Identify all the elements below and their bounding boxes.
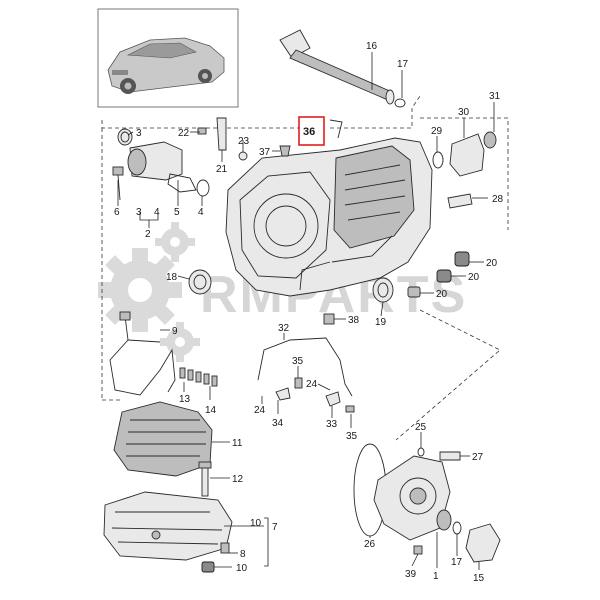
callout-30: 30: [458, 107, 470, 118]
callout-4-left: 4: [154, 207, 160, 218]
callout-17-top: 17: [397, 59, 409, 70]
callout-2: 2: [145, 229, 151, 240]
callout-16: 16: [366, 41, 378, 52]
top-small-parts: [197, 117, 343, 161]
connector-set: [179, 367, 218, 387]
callout-28: 28: [492, 194, 504, 205]
callout-5: 5: [174, 207, 180, 218]
callout-19: 19: [375, 317, 387, 328]
car-thumbnail: [97, 8, 239, 108]
wiring-harness: [109, 311, 218, 396]
callout-3-top: 3: [136, 128, 142, 139]
highlight-label: 36: [303, 126, 315, 138]
mounts-and-seals: [188, 251, 470, 325]
callout-18: 18: [166, 272, 178, 283]
callout-33: 33: [326, 419, 338, 430]
gear-icon: [98, 248, 182, 332]
callout-labels: 16 17 30 31 29 3 22 23 37 21 28 6 3 4 5 …: [114, 41, 504, 584]
callout-14: 14: [205, 405, 217, 416]
gear-icon: [155, 222, 195, 262]
callout-25: 25: [415, 422, 427, 433]
callout-31: 31: [489, 91, 501, 102]
left-parts-group: [112, 128, 210, 201]
callout-23: 23: [238, 136, 250, 147]
callout-3-bottom: 3: [136, 207, 142, 218]
callout-10: 10: [236, 563, 248, 574]
callout-38: 38: [348, 315, 360, 326]
highlight-part-36: 36: [298, 116, 325, 146]
callout-6: 6: [114, 207, 120, 218]
car-illustration: [107, 37, 225, 94]
callout-22: 22: [178, 128, 190, 139]
callout-34: 34: [272, 418, 284, 429]
final-drive-assembly: [353, 443, 501, 563]
callout-12: 12: [232, 474, 244, 485]
callout-7: 7: [272, 522, 278, 533]
callout-29: 29: [431, 126, 443, 137]
callout-24-left: 24: [254, 405, 266, 416]
callout-20-a: 20: [486, 258, 498, 269]
callout-27: 27: [472, 452, 484, 463]
callout-35-bottom: 35: [346, 431, 358, 442]
leader-lines: [117, 52, 495, 570]
part-12-bolt: [198, 461, 212, 497]
oil-lines: [257, 337, 355, 413]
callout-20-c: 20: [436, 289, 448, 300]
part-7-oil-pan: [103, 491, 233, 561]
callout-39: 39: [405, 569, 417, 580]
callout-17-bottom: 17: [451, 557, 463, 568]
callout-35-top: 35: [292, 356, 304, 367]
right-parts-group: [432, 131, 497, 209]
callout-37: 37: [259, 147, 271, 158]
callout-1: 1: [433, 571, 439, 582]
transmission-housing: [225, 137, 433, 297]
callout-4-right: 4: [198, 207, 204, 218]
callout-21: 21: [216, 164, 228, 175]
callout-32: 32: [278, 323, 290, 334]
callout-11: 11: [232, 438, 243, 449]
part-16-driveshaft: [279, 29, 406, 108]
gear-icon: [160, 322, 200, 362]
callout-20-b: 20: [468, 272, 480, 283]
callout-10-bracket: 10: [250, 518, 262, 529]
callout-13: 13: [179, 394, 191, 405]
callout-26: 26: [364, 539, 376, 550]
callout-15: 15: [473, 573, 485, 584]
callout-8: 8: [240, 549, 246, 560]
dashed-boundaries: [101, 95, 509, 441]
part-11-valve-body: [113, 401, 213, 477]
callout-24-right: 24: [306, 379, 318, 390]
callout-9: 9: [172, 326, 178, 337]
bracket-7: [264, 517, 269, 567]
